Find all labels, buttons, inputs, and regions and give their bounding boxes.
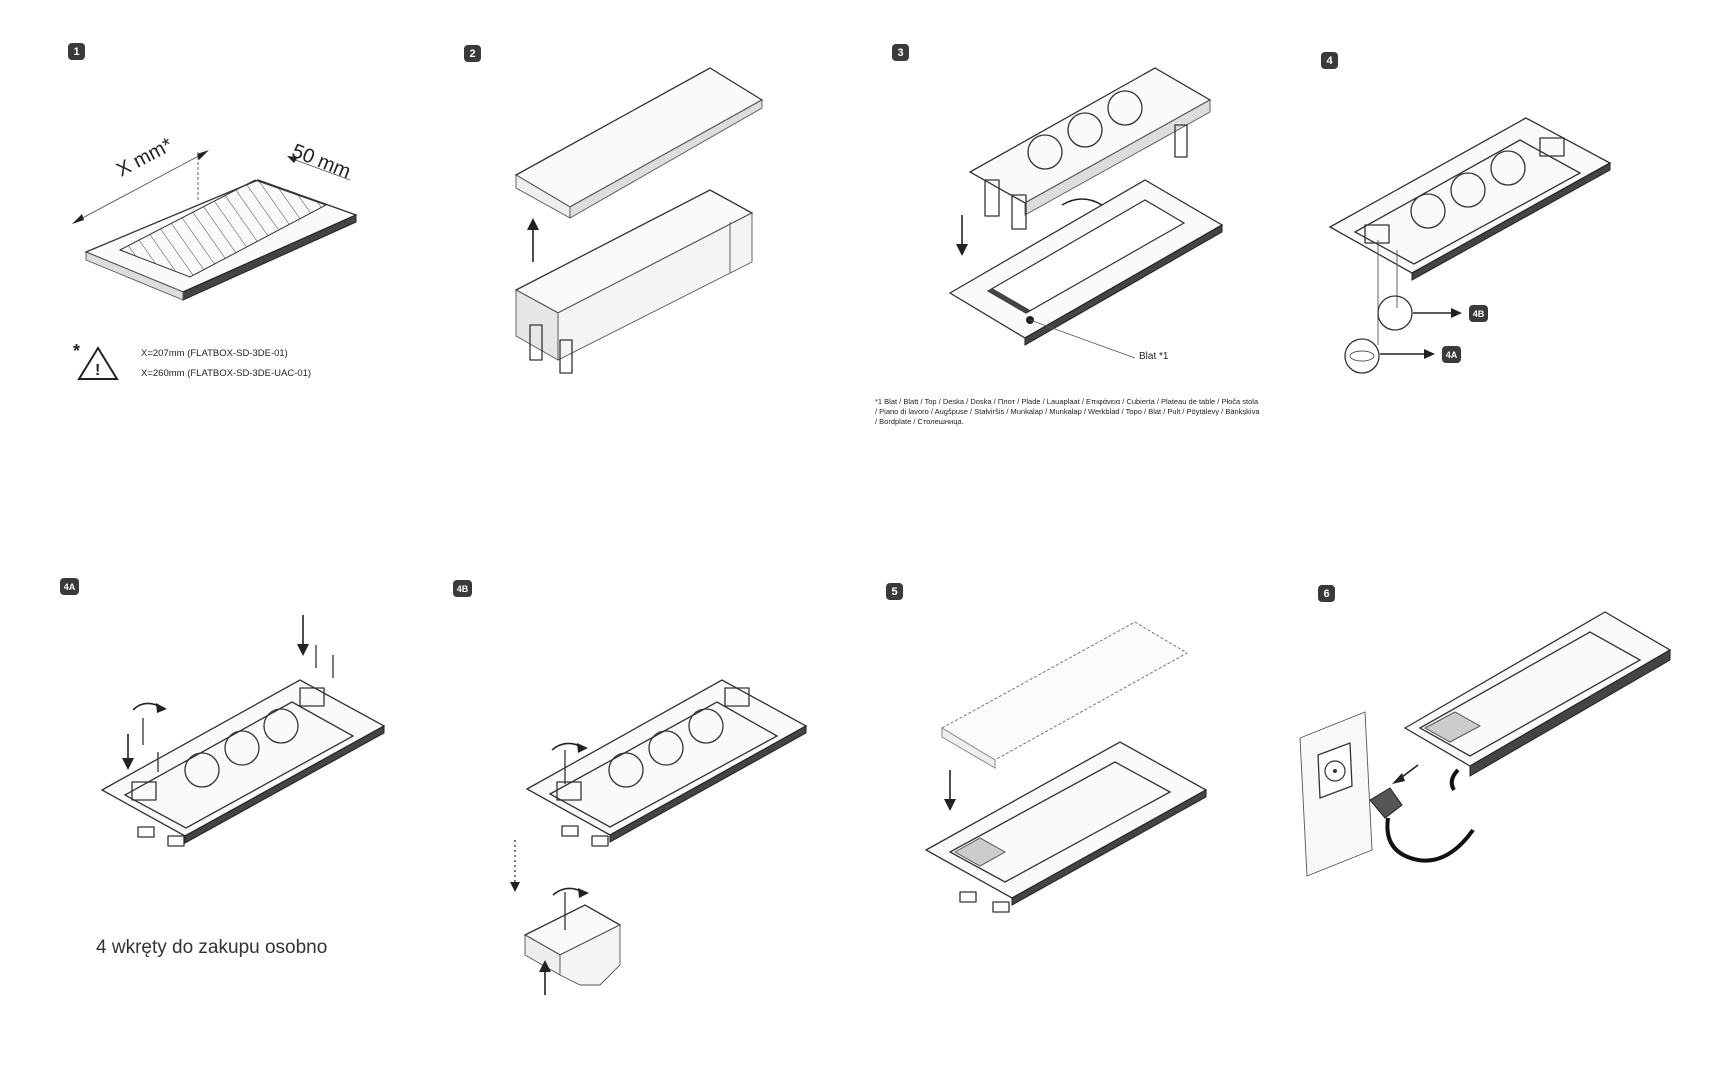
step4-detail-4a — [1344, 338, 1380, 374]
socket-icon — [1317, 742, 1353, 799]
step6-wall — [1299, 711, 1373, 877]
step3-blat-label: Blat *1 — [1139, 351, 1169, 362]
step-badge-4: 4 — [1321, 52, 1338, 69]
step-badge-6: 6 — [1318, 585, 1335, 602]
step-badge-3: 3 — [892, 44, 909, 61]
step1-note-line1: X=207mm (FLATBOX-SD-3DE-01) — [141, 348, 288, 359]
step1-note-line2: X=260mm (FLATBOX-SD-3DE-UAC-01) — [141, 368, 312, 379]
step-badge-4b: 4B — [453, 580, 472, 597]
step1-cutout-area — [118, 179, 328, 278]
step4-ref-4b: 4B — [1469, 305, 1488, 322]
step4-ref-4a: 4A — [1442, 346, 1461, 363]
step-badge-1: 1 — [68, 43, 85, 60]
step3-footnote: *1 Blat / Blatt / Top / Deska / Doska / … — [875, 397, 1260, 426]
step-badge-5: 5 — [886, 583, 903, 600]
step4-detail-4b — [1377, 295, 1413, 331]
step4a-note: 4 wkręty do zakupu osobno — [96, 937, 328, 958]
step-badge-2: 2 — [464, 45, 481, 62]
step1-note-star: * — [73, 341, 81, 361]
rotate-arrow-icon — [1061, 198, 1103, 206]
step-badge-4a: 4A — [60, 578, 79, 595]
plug-icon — [1369, 787, 1475, 863]
